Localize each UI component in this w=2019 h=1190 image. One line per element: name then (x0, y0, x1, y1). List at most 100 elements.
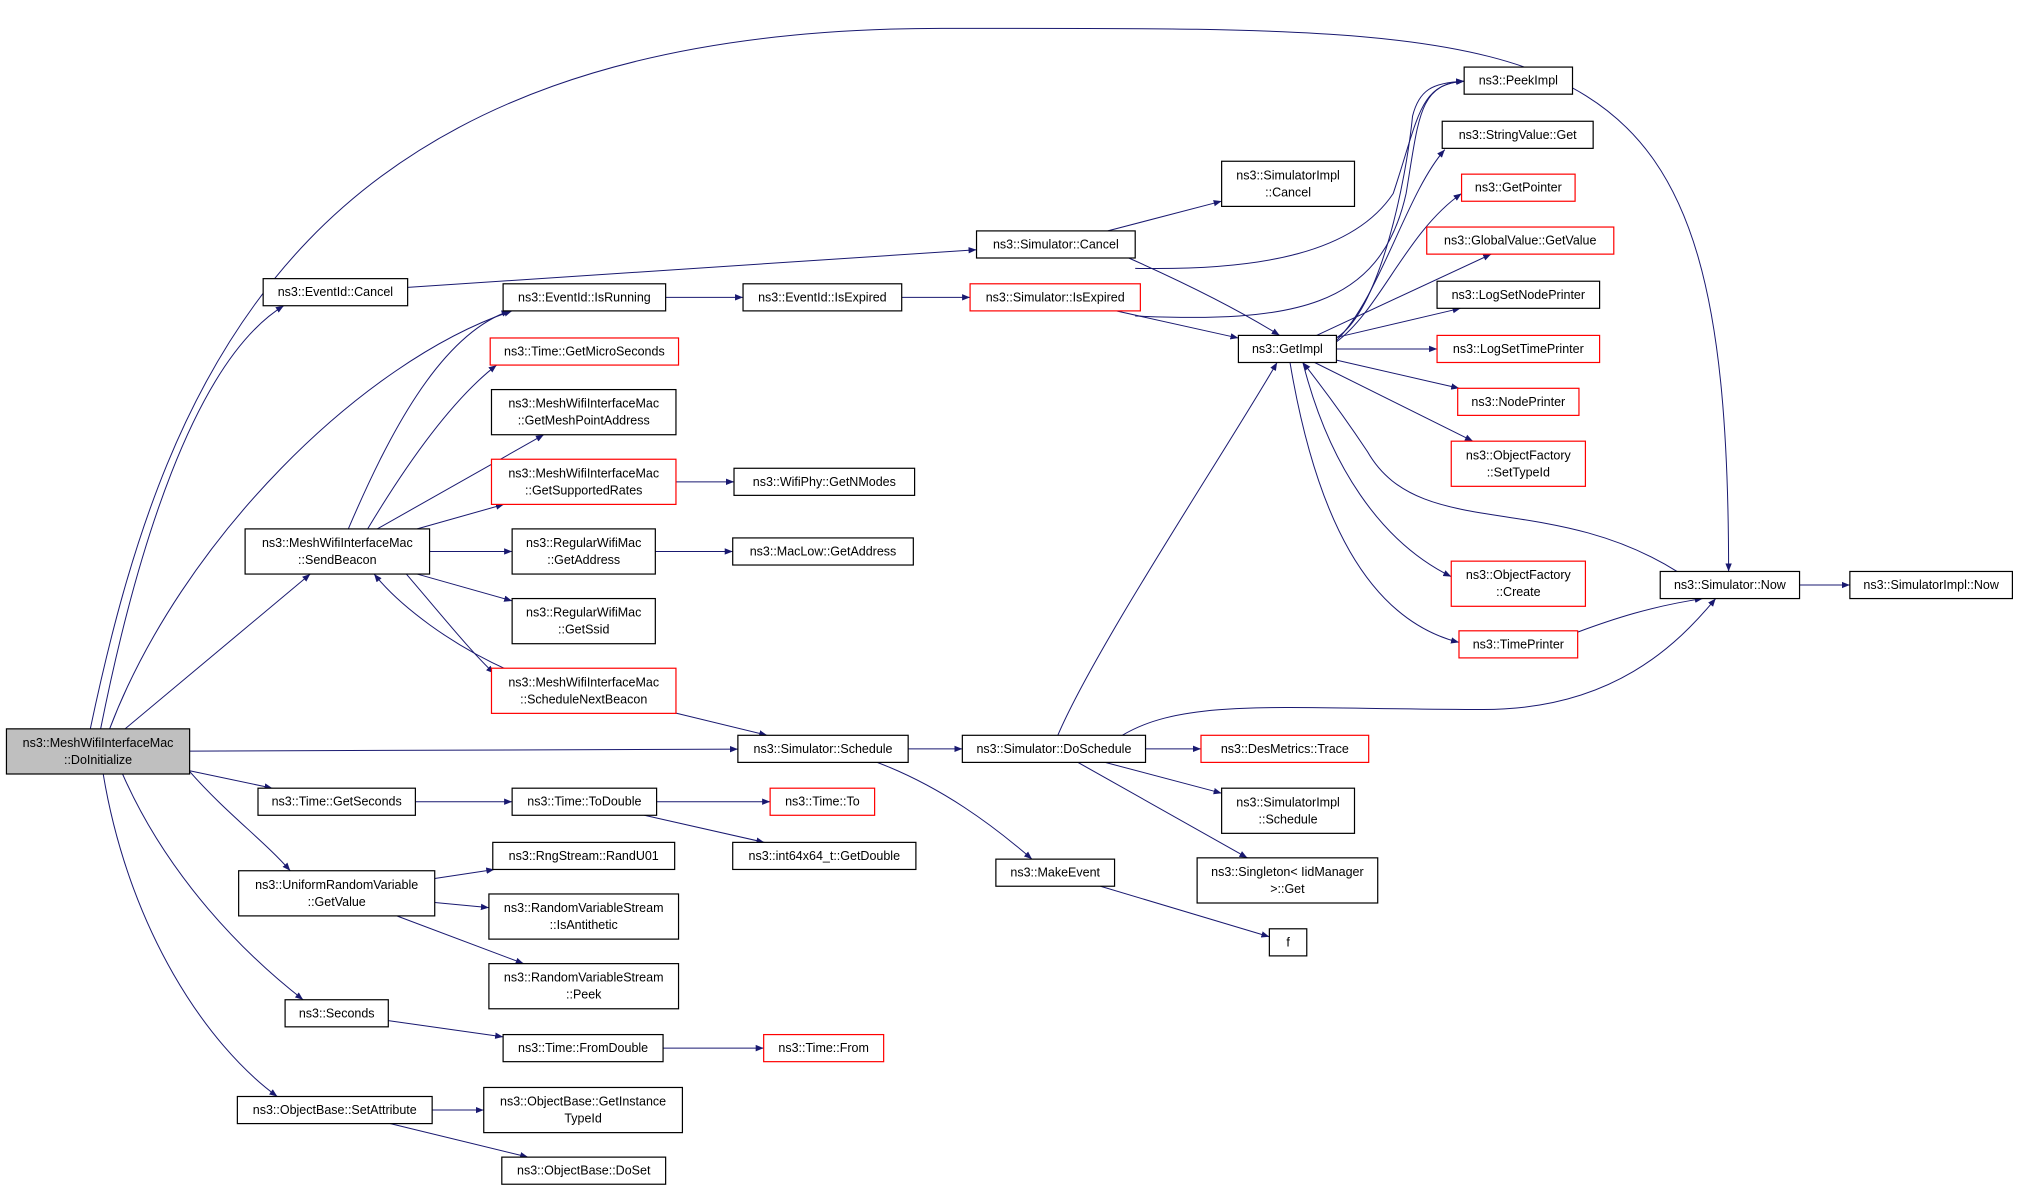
node-label: ns3::ObjectFactory (1466, 568, 1572, 582)
node-label: ns3::Time::From (778, 1041, 869, 1055)
node-box (502, 283, 667, 312)
node-label: ::GetAddress (547, 553, 620, 567)
node-label: ::GetSupportedRates (525, 483, 642, 497)
edge-root-to-schedule (189, 745, 738, 753)
node-getnmodes[interactable]: ns3::WifiPhy::GetNModes (733, 467, 916, 496)
node-label: ::SetTypeId (1487, 465, 1550, 479)
edge-sendbeacon-to-getmicro (367, 364, 497, 530)
node-label: ns3::TimePrinter (1473, 637, 1564, 651)
edge-getimpl-to-strget (1336, 149, 1446, 341)
node-isrunning[interactable]: ns3::EventId::IsRunning (502, 283, 667, 312)
node-makeevent[interactable]: ns3::MakeEvent (995, 858, 1116, 887)
node-timeto[interactable]: ns3::Time::To (769, 787, 876, 816)
node-seconds[interactable]: ns3::Seconds (284, 999, 389, 1028)
edge-todouble-to-getdouble (644, 814, 765, 844)
node-box (1237, 334, 1338, 364)
node-box (483, 1086, 684, 1134)
node-setattr[interactable]: ns3::ObjectBase::SetAttribute (236, 1095, 433, 1125)
node-regaddr[interactable]: ns3::RegularWifiMac::GetAddress (511, 528, 656, 575)
edge-getimpl-to-nodeprinter (1336, 359, 1460, 390)
node-box (511, 597, 656, 645)
node-ofcreate[interactable]: ns3::ObjectFactory::Create (1450, 560, 1587, 607)
node-getimpl[interactable]: ns3::GetImpl (1237, 334, 1338, 364)
node-getsec[interactable]: ns3::Time::GetSeconds (257, 787, 416, 816)
node-label: ns3::MeshWifiInterfaceMac (262, 536, 413, 550)
node-label: ns3::Time::FromDouble (518, 1041, 648, 1055)
node-label: ns3::StringValue::Get (1459, 128, 1577, 142)
node-getsupp[interactable]: ns3::MeshWifiInterfaceMac::GetSupportedR… (490, 458, 677, 505)
node-trace[interactable]: ns3::DesMetrics::Trace (1200, 734, 1370, 763)
node-sendbeacon[interactable]: ns3::MeshWifiInterfaceMac::SendBeacon (244, 528, 431, 575)
node-simcancel[interactable]: ns3::Simulator::Cancel (975, 230, 1136, 259)
node-label: ns3::int64x64_t::GetDouble (749, 849, 901, 863)
node-simimplnow[interactable]: ns3::SimulatorImpl::Now (1849, 570, 2013, 600)
node-maclowaddr[interactable]: ns3::MacLow::GetAddress (732, 537, 914, 566)
node-label: ns3::PeekImpl (1479, 74, 1558, 88)
node-label: ns3::ObjectBase::DoSet (517, 1164, 651, 1178)
node-label: ns3::GetImpl (1252, 342, 1323, 356)
node-doschedule[interactable]: ns3::Simulator::DoSchedule (961, 734, 1147, 763)
node-peekrvs[interactable]: ns3::RandomVariableStream::Peek (488, 963, 680, 1010)
node-peekimpl[interactable]: ns3::PeekImpl (1463, 66, 1574, 95)
node-simisexp[interactable]: ns3::Simulator::IsExpired (969, 283, 1141, 312)
node-fromdouble[interactable]: ns3::Time::FromDouble (502, 1033, 664, 1063)
node-getdouble[interactable]: ns3::int64x64_t::GetDouble (732, 841, 917, 871)
node-schedule[interactable]: ns3::Simulator::Schedule (737, 734, 909, 763)
node-f[interactable]: f (1268, 928, 1308, 957)
node-box (236, 1095, 433, 1125)
edge-getimpl-to-getptr (1336, 193, 1462, 343)
node-label: f (1286, 935, 1290, 949)
edge-sendbeacon-to-isrunning (347, 310, 510, 530)
edge-makeevent-to-f (1100, 885, 1270, 938)
node-logtime[interactable]: ns3::LogSetTimePrinter (1436, 334, 1601, 364)
node-doset[interactable]: ns3::ObjectBase::DoSet (501, 1156, 667, 1185)
node-simnow[interactable]: ns3::Simulator::Now (1659, 570, 1801, 600)
node-getmicro[interactable]: ns3::Time::GetMicroSeconds (489, 337, 680, 366)
node-box (511, 528, 656, 575)
node-randu01[interactable]: ns3::RngStream::RandU01 (492, 841, 676, 871)
node-label: ::GetSsid (558, 623, 609, 637)
node-box (1200, 734, 1370, 763)
edge-root-to-simnow (89, 27, 1732, 729)
node-getptr[interactable]: ns3::GetPointer (1460, 173, 1576, 202)
node-timefrom[interactable]: ns3::Time::From (763, 1033, 885, 1063)
node-box (284, 999, 389, 1028)
node-schednext[interactable]: ns3::MeshWifiInterfaceMac::ScheduleNextB… (490, 667, 677, 714)
node-urv[interactable]: ns3::UniformRandomVariable::GetValue (238, 870, 436, 917)
node-todouble[interactable]: ns3::Time::ToDouble (511, 787, 658, 816)
node-simimplcancel[interactable]: ns3::SimulatorImpl::Cancel (1221, 160, 1356, 208)
node-label: ::DoInitialize (64, 753, 132, 767)
node-label: ns3::EventId::Cancel (278, 285, 393, 299)
node-nodeprinter[interactable]: ns3::NodePrinter (1457, 387, 1580, 416)
node-timeprinter[interactable]: ns3::TimePrinter (1458, 630, 1579, 659)
node-label: ns3::MacLow::GetAddress (750, 544, 897, 558)
node-label: ns3::Time::GetSeconds (272, 795, 402, 809)
node-box (1426, 226, 1615, 255)
node-evcancel[interactable]: ns3::EventId::Cancel (262, 278, 409, 307)
node-box (737, 734, 909, 763)
node-label: ::GetValue (308, 895, 366, 909)
node-lognode[interactable]: ns3::LogSetNodePrinter (1436, 280, 1601, 309)
node-ofsettype[interactable]: ns3::ObjectFactory::SetTypeId (1450, 440, 1587, 487)
node-label: ns3::Simulator::IsExpired (986, 290, 1125, 304)
node-label: ns3::RngStream::RandU01 (509, 849, 659, 863)
node-label: ns3::EventId::IsExpired (758, 290, 887, 304)
node-strget[interactable]: ns3::StringValue::Get (1441, 120, 1594, 149)
node-label: ns3::WifiPhy::GetNModes (753, 475, 896, 489)
node-root[interactable]: ns3::MeshWifiInterfaceMac::DoInitialize (5, 728, 191, 775)
node-gvget[interactable]: ns3::GlobalValue::GetValue (1426, 226, 1615, 255)
node-box (488, 893, 680, 940)
node-isexpired[interactable]: ns3::EventId::IsExpired (742, 283, 903, 312)
node-simimplsched[interactable]: ns3::SimulatorImpl::Schedule (1221, 787, 1356, 834)
node-getmesh[interactable]: ns3::MeshWifiInterfaceMac::GetMeshPointA… (490, 388, 677, 436)
node-box (1849, 570, 2013, 600)
node-singleton[interactable]: ns3::Singleton< IidManager>::Get (1196, 857, 1379, 904)
node-label: ns3::Time::ToDouble (527, 795, 641, 809)
node-box (257, 787, 416, 816)
edge-sendbeacon-to-getmesh (377, 434, 545, 530)
node-isanti[interactable]: ns3::RandomVariableStream::IsAntithetic (488, 893, 680, 940)
node-label: ::Cancel (1265, 185, 1311, 199)
node-regssid[interactable]: ns3::RegularWifiMac::GetSsid (511, 597, 656, 645)
